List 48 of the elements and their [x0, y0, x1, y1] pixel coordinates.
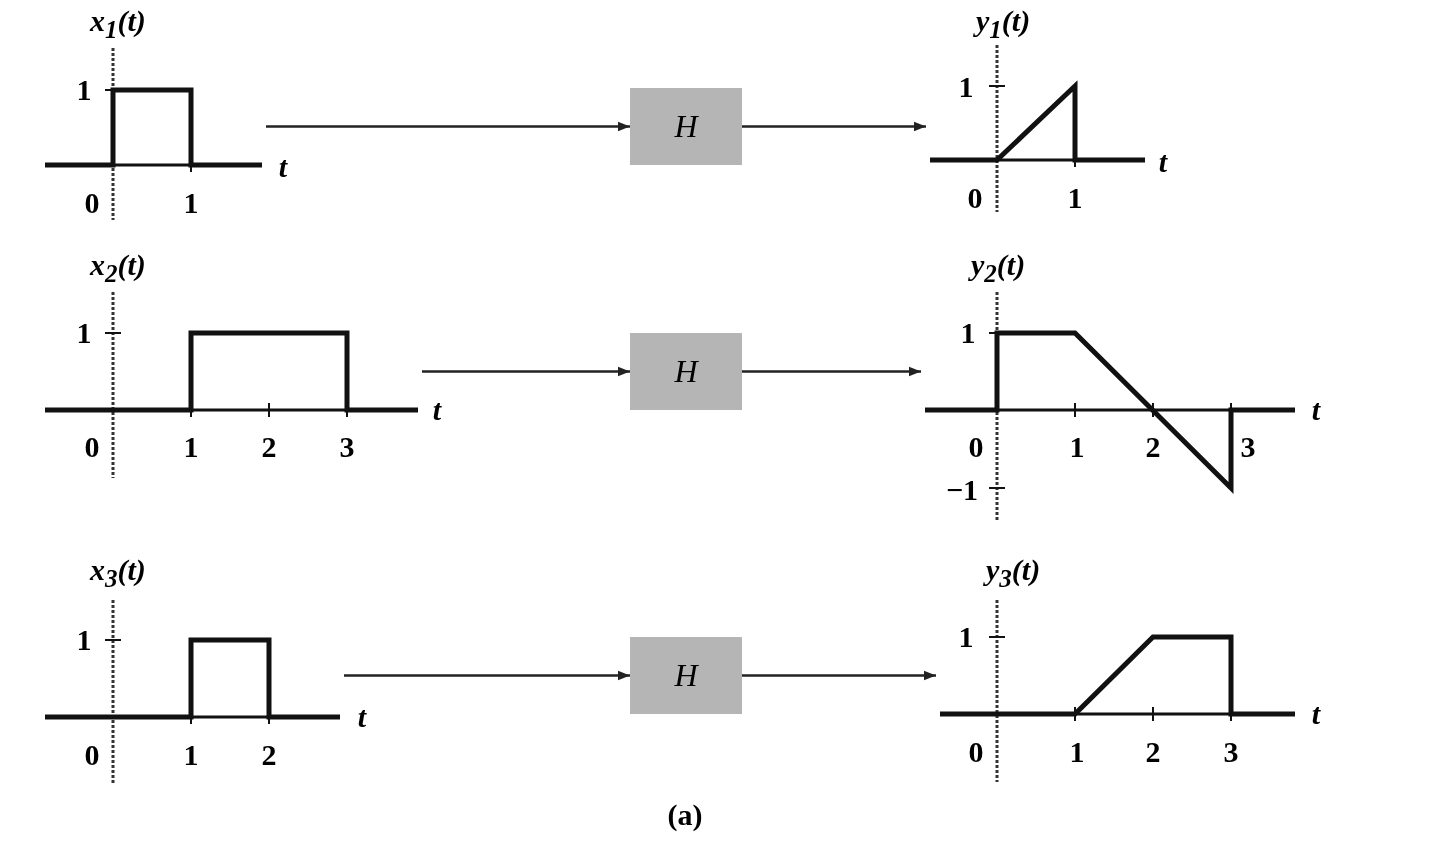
tick-label: 1: [76, 75, 92, 105]
figure-caption: (a): [667, 800, 703, 830]
tick-label: 1: [76, 625, 92, 655]
system-block: [630, 333, 742, 410]
tick-label: 0: [84, 188, 100, 218]
tick-label: 1: [183, 432, 199, 462]
arrow: [742, 366, 921, 377]
axis-label: t: [278, 152, 288, 182]
signal-heading: x$_{2}$(t): [90, 250, 146, 286]
tick-label: 0: [84, 740, 100, 770]
tick-label: 1: [76, 318, 92, 348]
tick-label: 1: [958, 72, 974, 102]
tick-label: 2: [1145, 432, 1161, 462]
signal-heading: x$_{3}$(t): [90, 555, 146, 591]
tick-label: 0: [968, 432, 984, 462]
arrow: [344, 670, 630, 681]
axis-label: t: [432, 395, 442, 425]
tick-label: 1: [183, 188, 199, 218]
tick-label: 1: [958, 622, 974, 652]
block-label: H: [674, 657, 698, 694]
signal-heading: x$_{1}$(t): [90, 6, 146, 42]
tick-label: 1: [1069, 432, 1085, 462]
tick-label: 1: [1067, 183, 1083, 213]
tick-label: 0: [968, 737, 984, 767]
axis-label: t: [1311, 395, 1321, 425]
block-label: H: [674, 108, 698, 145]
tick-label: 1: [183, 740, 199, 770]
axis-label: t: [1158, 147, 1168, 177]
tick-label: 0: [84, 432, 100, 462]
tick-label: 1: [960, 318, 976, 348]
system-block: [630, 637, 742, 714]
block-label: H: [674, 353, 698, 390]
axis-label: t: [357, 702, 367, 732]
tick-label: 2: [1145, 737, 1161, 767]
tick-label: 0: [967, 183, 983, 213]
tick-label: 3: [339, 432, 355, 462]
tick-label: 1: [1069, 737, 1085, 767]
axis-label: t: [1311, 699, 1321, 729]
tick-label: −1: [945, 475, 979, 505]
tick-label: 3: [1223, 737, 1239, 767]
system-block: [630, 88, 742, 165]
tick-label: 2: [261, 740, 277, 770]
arrow: [422, 366, 630, 377]
arrow: [742, 670, 936, 681]
tick-label: 2: [261, 432, 277, 462]
tick-label: 3: [1240, 432, 1256, 462]
arrow: [266, 121, 630, 132]
arrow: [742, 121, 926, 132]
